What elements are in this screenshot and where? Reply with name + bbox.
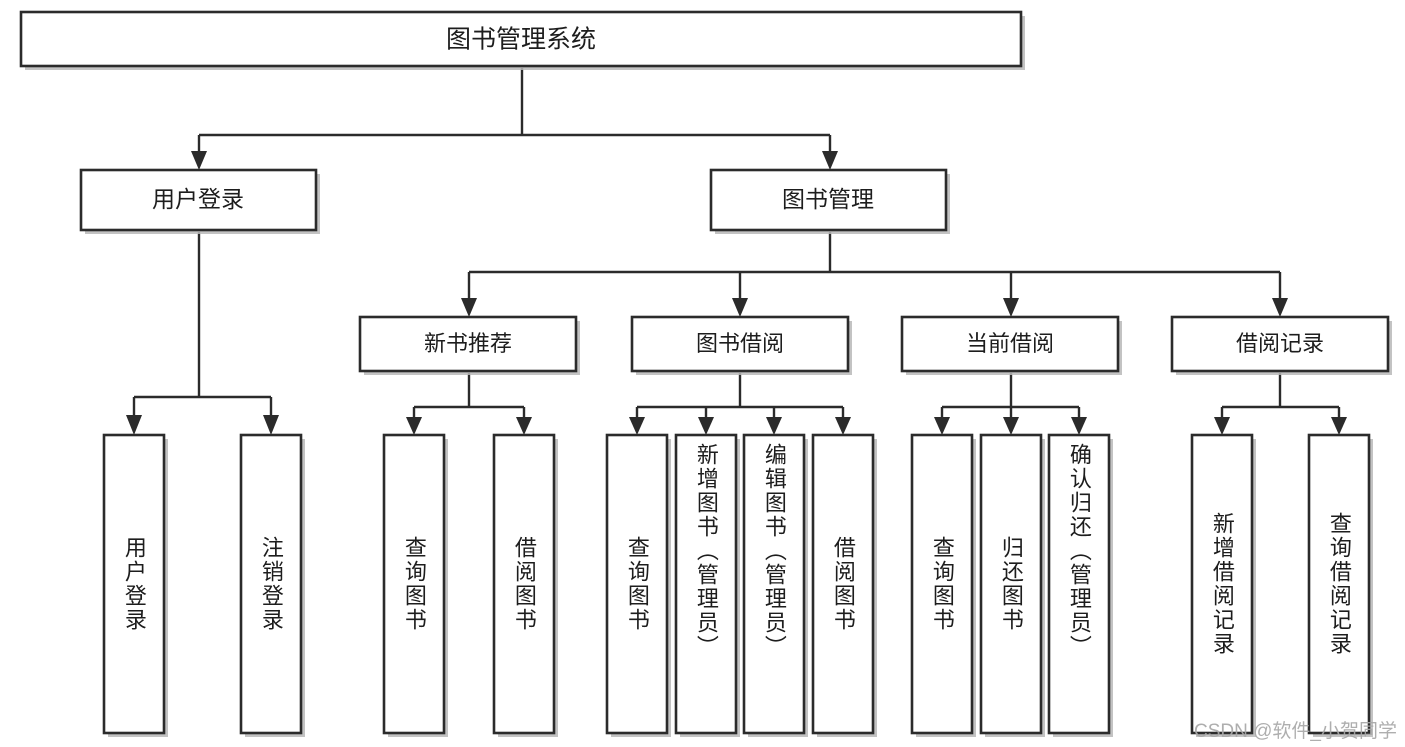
- node-root[interactable]: 图书管理系统: [19, 10, 1025, 70]
- current-borrow-box[interactable]: [900, 315, 1120, 373]
- arrowhead-leaf-borrow-book-2: [835, 417, 851, 435]
- user-login-box[interactable]: [79, 168, 318, 232]
- arrowhead-leaf-add-record: [1214, 417, 1230, 435]
- arrowhead-leaf-query-record: [1331, 417, 1347, 435]
- node-borrow-record[interactable]: 借阅记录: [1170, 315, 1392, 375]
- connectors-root-to-level1: [191, 68, 838, 170]
- leaf-borrow-book-2-box[interactable]: [811, 433, 875, 735]
- connectors-book-borrow-to-leaves: [629, 373, 851, 435]
- leaf-edit-book-admin-box[interactable]: [742, 433, 806, 735]
- leaf-user-login-box[interactable]: [102, 433, 166, 735]
- node-user-login[interactable]: 用户登录: [79, 168, 320, 234]
- arrowhead-book-manage: [822, 151, 838, 170]
- book-manage-label: 图书管理: [782, 186, 874, 212]
- borrow-record-box[interactable]: [1170, 315, 1390, 373]
- current-borrow-label: 当前借阅: [966, 331, 1054, 356]
- arrowhead-current-borrow: [1003, 298, 1019, 317]
- arrowhead-leaf-query-book-1: [406, 417, 422, 435]
- arrowhead-leaf-edit-book-admin: [766, 417, 782, 435]
- connectors-borrow-record-to-leaves: [1214, 373, 1347, 435]
- root-box[interactable]: [19, 10, 1023, 68]
- connectors-user-login-to-leaves: [126, 232, 279, 435]
- arrowhead-user-login: [191, 151, 207, 170]
- leaf-return-book-box[interactable]: [979, 433, 1043, 735]
- node-current-borrow[interactable]: 当前借阅: [900, 315, 1122, 375]
- book-borrow-box[interactable]: [630, 315, 850, 373]
- connectors-new-book-rec-to-leaves: [406, 373, 532, 435]
- arrowhead-book-borrow: [732, 298, 748, 317]
- arrowhead-leaf-user-login: [126, 415, 142, 435]
- leaf-confirm-return-box[interactable]: [1047, 433, 1111, 735]
- new-book-rec-label: 新书推荐: [424, 331, 512, 356]
- arrowhead-leaf-query-book-3: [934, 417, 950, 435]
- book-manage-box[interactable]: [709, 168, 948, 232]
- leaf-query-book-2-box[interactable]: [605, 433, 669, 735]
- node-new-book-rec[interactable]: 新书推荐: [358, 315, 580, 375]
- connectors-current-borrow-to-leaves: [934, 373, 1087, 435]
- leaf-boxes: [102, 433, 1373, 737]
- leaf-borrow-book-1-box[interactable]: [492, 433, 556, 735]
- arrowhead-leaf-borrow-book-1: [516, 417, 532, 435]
- arrowhead-leaf-confirm-return: [1071, 417, 1087, 435]
- root-label: 图书管理系统: [446, 26, 596, 54]
- leaf-add-record-box[interactable]: [1190, 433, 1254, 735]
- new-book-rec-box[interactable]: [358, 315, 578, 373]
- connectors-book-manage-to-level2: [461, 232, 1288, 317]
- arrowhead-leaf-add-book-admin: [698, 417, 714, 435]
- borrow-record-label: 借阅记录: [1236, 331, 1324, 356]
- book-borrow-label: 图书借阅: [696, 331, 784, 356]
- arrowhead-borrow-record: [1272, 298, 1288, 317]
- arrowhead-leaf-return-book: [1003, 417, 1019, 435]
- node-book-manage[interactable]: 图书管理: [709, 168, 950, 234]
- leaf-query-book-3-box[interactable]: [910, 433, 974, 735]
- node-book-borrow[interactable]: 图书借阅: [630, 315, 852, 375]
- arrowhead-new-book-rec: [461, 298, 477, 317]
- leaf-add-book-admin-box[interactable]: [674, 433, 738, 735]
- leaf-logout-box[interactable]: [239, 433, 303, 735]
- leaf-query-book-1-box[interactable]: [382, 433, 446, 735]
- arrowhead-leaf-logout: [263, 415, 279, 435]
- csdn-watermark: CSDN @软件_小贺同学: [1194, 721, 1397, 742]
- arrowhead-leaf-query-book-2: [629, 417, 645, 435]
- user-login-label: 用户登录: [152, 186, 244, 212]
- leaf-query-record-box[interactable]: [1307, 433, 1371, 735]
